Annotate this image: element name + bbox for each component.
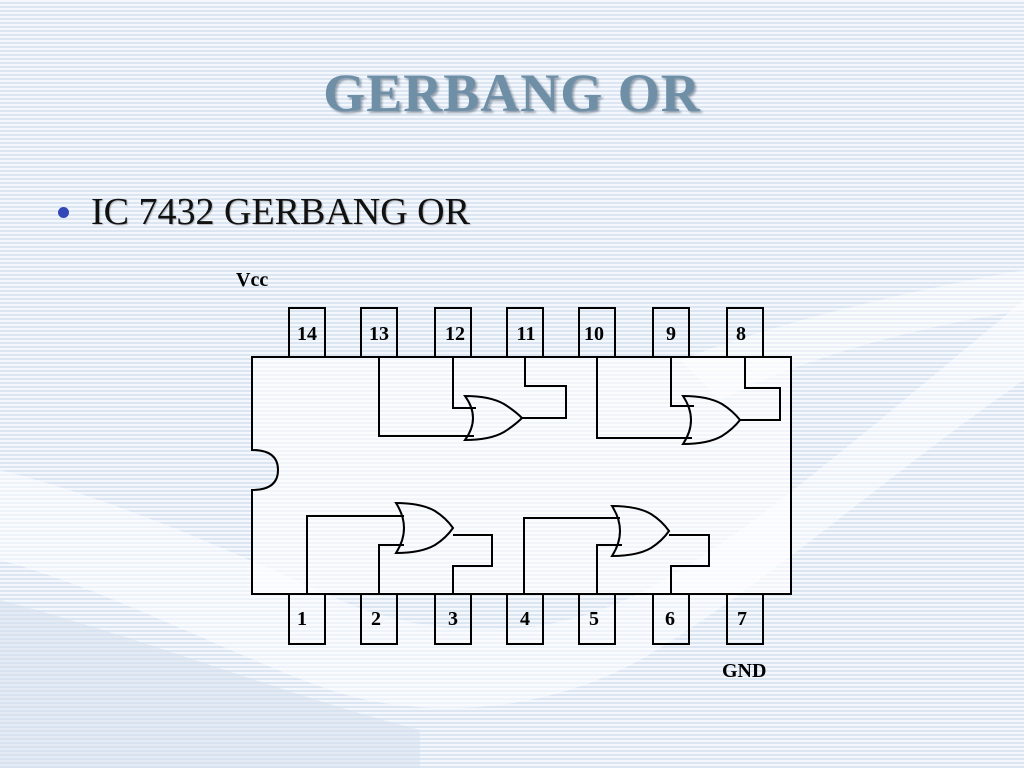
- wire-pin5-gate: [596, 544, 622, 594]
- wire-pin2-gate: [378, 544, 404, 594]
- pin-label-2: 2: [371, 608, 381, 630]
- pin-label-1: 1: [297, 608, 307, 630]
- wire-gate-pin6: [669, 534, 710, 594]
- pin-label-7: 7: [737, 608, 747, 630]
- wire-pin12-gate: [452, 357, 476, 409]
- pin-label-14: 14: [297, 323, 317, 345]
- wire-pin9-gate: [670, 357, 694, 407]
- bullet-text: IC 7432 GERBANG OR: [91, 191, 470, 233]
- pin-label-6: 6: [665, 608, 675, 630]
- wire-gate-pin3: [452, 534, 493, 594]
- or-gate-bottom-left: [394, 501, 455, 555]
- pin-label-4: 4: [520, 608, 530, 630]
- bullet-dot-icon: [58, 206, 69, 218]
- wire-pin10-gate: [596, 357, 692, 439]
- vcc-label: Vcc: [236, 269, 268, 291]
- pin-label-5: 5: [589, 608, 599, 630]
- wire-pin4-gate: [523, 517, 620, 594]
- pin-label-11: 11: [517, 323, 536, 345]
- slide-title: GERBANG OR: [323, 63, 701, 123]
- pin-box-14: [288, 307, 326, 358]
- pin-label-12: 12: [445, 323, 465, 345]
- pin-label-13: 13: [369, 323, 389, 345]
- pin-label-10: 10: [584, 323, 604, 345]
- bullet-item: IC 7432 GERBANG OR: [58, 190, 470, 234]
- wire-gate-pin11: [522, 357, 567, 419]
- or-gate-bottom-right: [610, 504, 671, 558]
- pin-box-7: [726, 593, 764, 645]
- wire-pin1-gate: [306, 515, 404, 594]
- pin-box-1: [288, 593, 326, 645]
- wire-gate-pin8: [740, 357, 781, 421]
- pin-label-9: 9: [666, 323, 676, 345]
- wire-pin13-gate: [378, 357, 474, 437]
- or-gate-top-right: [681, 394, 742, 446]
- ic-chip-body: [251, 356, 792, 595]
- pin-label-8: 8: [736, 323, 746, 345]
- pin-label-3: 3: [448, 608, 458, 630]
- gnd-label: GND: [722, 660, 766, 682]
